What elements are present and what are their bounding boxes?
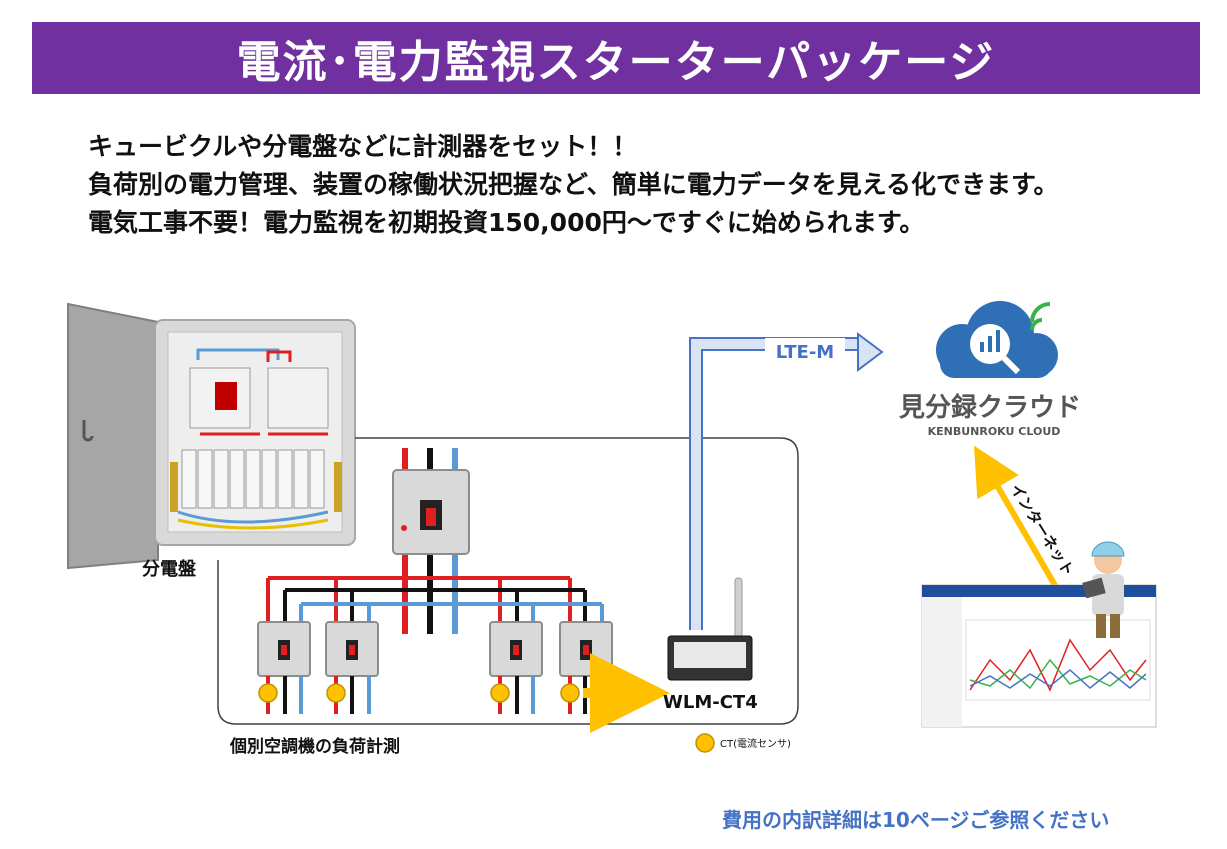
distribution-panel	[67, 302, 356, 570]
wlm-ct4-device	[667, 577, 753, 681]
ct-sensors	[258, 683, 580, 703]
cloud-name: 見分録クラウド	[899, 392, 1081, 423]
main-breaker	[392, 469, 470, 555]
ct-sensor-icon	[258, 683, 278, 703]
panel-label: 分電盤	[142, 558, 197, 580]
main-wires	[266, 448, 604, 634]
cloud-name-en: KENBUNROKU CLOUD	[928, 425, 1061, 438]
signal-icon	[1030, 302, 1051, 331]
ct-sensor-icon	[490, 683, 510, 703]
ct-sensor-icon	[560, 683, 580, 703]
lte-path	[689, 337, 862, 630]
measurement-area	[217, 437, 799, 725]
device-label: WLM-CT4	[663, 692, 758, 713]
branch-breakers	[257, 621, 613, 677]
output-wires	[266, 676, 604, 714]
lte-label: LTE-M	[776, 342, 834, 363]
load-label: 個別空調機の負荷計測	[229, 736, 400, 757]
cloud-logo	[936, 301, 1058, 378]
ct-sensor-icon	[326, 683, 346, 703]
ct-legend-icon	[695, 733, 715, 753]
ct-legend-label: CT(電流センサ)	[720, 737, 791, 750]
intro-line: キュービクルや分電盤などに計測器をセット！！	[88, 132, 638, 161]
worker-icon	[1082, 541, 1125, 638]
intro-line: 電気工事不要！電力監視を初期投資150,000円～ですぐに始められます。	[88, 208, 925, 237]
arrow-right-icon	[857, 332, 884, 372]
page-title: 電流･電力監視スターターパッケージ	[32, 22, 1200, 94]
intro-line: 負荷別の電力管理、装置の稼働状況把握など、簡単に電力データを見える化できます。	[88, 170, 1059, 199]
intro-text: キュービクルや分電盤などに計測器をセット！！ 負荷別の電力管理、装置の稼働状況把…	[88, 128, 1059, 242]
footer-note: 費用の内訳詳細は10ページご参照ください	[722, 808, 1110, 832]
